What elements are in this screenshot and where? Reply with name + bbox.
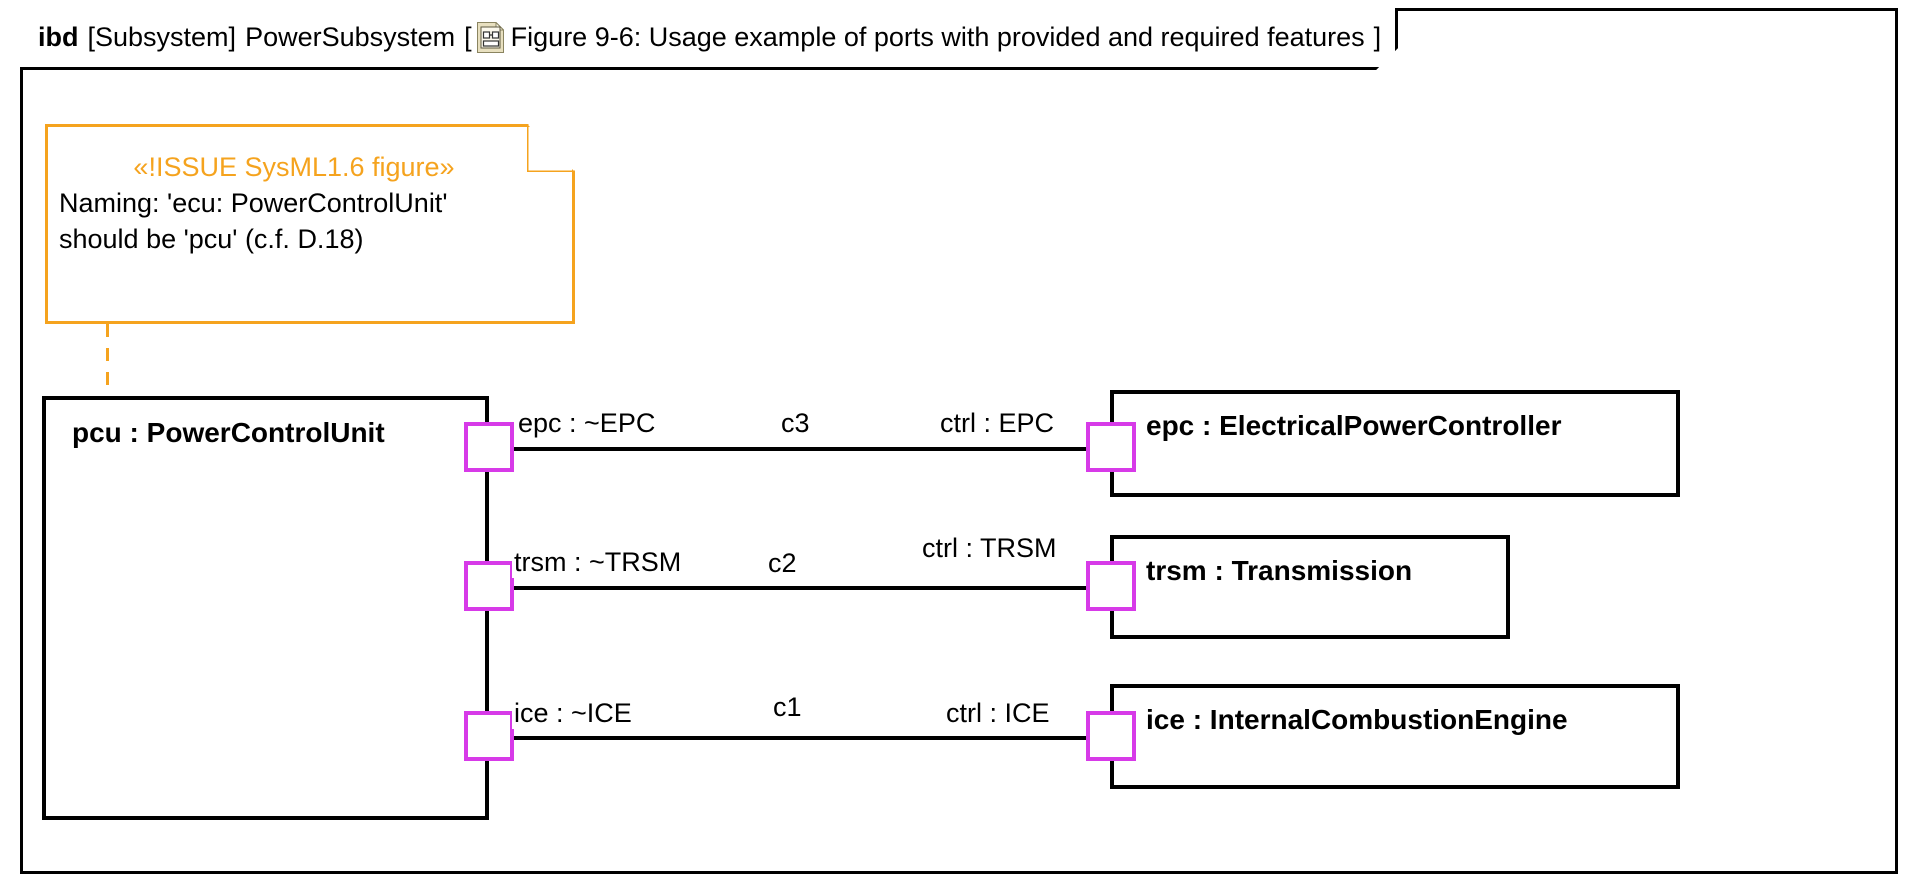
port-label-pcu-trsm: trsm : ~TRSM	[512, 547, 684, 578]
bracket-open: [	[464, 22, 472, 52]
connector-c1-line	[488, 736, 1113, 740]
block-pcu-title: pcu : PowerControlUnit	[72, 417, 385, 448]
diagram-kind-label: ibd	[38, 22, 79, 52]
note-body: «!ISSUE SysML1.6 figure» Naming: 'ecu: P…	[45, 124, 575, 324]
block-epc-title: epc : ElectricalPowerController	[1146, 410, 1562, 441]
diagram-sysml-icon	[477, 22, 504, 53]
port-pcu-trsm[interactable]	[464, 561, 514, 611]
port-pcu-epc[interactable]	[464, 422, 514, 472]
diagram-frame-name: PowerSubsystem	[245, 22, 456, 52]
note-fold-corner	[525, 124, 575, 174]
connector-c3-line	[488, 447, 1113, 451]
note-outline	[45, 124, 575, 324]
port-label-ice-ctrl: ctrl : ICE	[944, 698, 1052, 729]
connector-c2-line	[488, 586, 1113, 590]
connector-label-c3: c3	[778, 408, 813, 439]
block-ice-title: ice : InternalCombustionEngine	[1146, 704, 1568, 735]
port-ice-ctrl[interactable]	[1086, 711, 1136, 761]
connector-label-c1: c1	[770, 692, 805, 723]
block-pcu[interactable]: pcu : PowerControlUnit	[42, 396, 489, 820]
diagram-caption: Figure 9-6: Usage example of ports with …	[510, 22, 1365, 52]
diagram-header-tab: ibd [Subsystem] PowerSubsystem [ Figure …	[20, 8, 1398, 70]
port-trsm-ctrl[interactable]	[1086, 561, 1136, 611]
port-label-pcu-epc: epc : ~EPC	[516, 408, 658, 439]
note-text-line-2: should be 'pcu' (c.f. D.18)	[59, 224, 364, 255]
port-epc-ctrl[interactable]	[1086, 422, 1136, 472]
bracket-close: ]	[1373, 22, 1382, 52]
connector-label-c2: c2	[765, 548, 800, 579]
block-trsm[interactable]: trsm : Transmission	[1110, 535, 1510, 639]
note-anchor-line	[106, 324, 109, 400]
block-ice[interactable]: ice : InternalCombustionEngine	[1110, 684, 1680, 789]
diagram-frame-type: [Subsystem]	[87, 22, 237, 52]
note-stereotype: «!ISSUE SysML1.6 figure»	[133, 152, 455, 182]
port-label-pcu-ice: ice : ~ICE	[512, 698, 634, 729]
port-label-epc-ctrl: ctrl : EPC	[938, 408, 1057, 439]
note-text-line-1: Naming: 'ecu: PowerControlUnit'	[59, 188, 448, 218]
port-label-trsm-ctrl: ctrl : TRSM	[920, 533, 1059, 564]
block-trsm-title: trsm : Transmission	[1146, 555, 1413, 586]
block-epc[interactable]: epc : ElectricalPowerController	[1110, 390, 1680, 497]
port-pcu-ice[interactable]	[464, 711, 514, 761]
issue-note: «!ISSUE SysML1.6 figure» Naming: 'ecu: P…	[45, 124, 575, 324]
